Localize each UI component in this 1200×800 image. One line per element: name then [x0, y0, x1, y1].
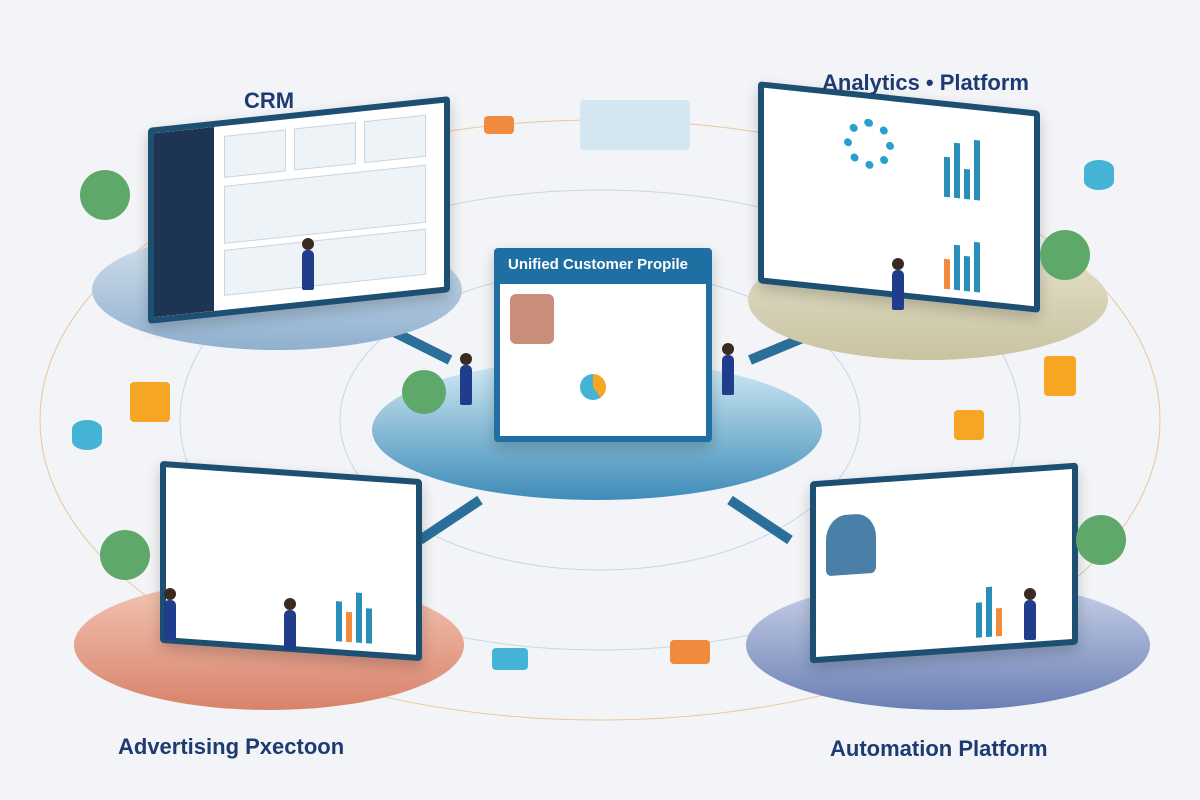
avatar: [510, 294, 554, 344]
automation-label: Automation Platform: [830, 736, 1048, 761]
crm-screen: [148, 96, 450, 324]
cube-icon: [954, 410, 984, 440]
cloud-icon: [580, 100, 690, 150]
pie-icon: [580, 374, 606, 400]
database-icon: [1084, 160, 1114, 190]
person-icon: [892, 258, 904, 310]
unified-profile-screen: [494, 248, 712, 442]
analytics-label: Analytics • Platform: [822, 70, 1029, 95]
advertising-label: Advertising Pxectoon: [118, 734, 345, 759]
cube-icon: [1044, 356, 1076, 396]
database-icon: [72, 420, 102, 450]
tree-icon: [1076, 515, 1126, 565]
tree-icon: [80, 170, 130, 220]
person-icon: [302, 238, 314, 290]
person-icon: [1024, 588, 1036, 640]
cube-icon: [670, 640, 710, 664]
automation-screen: [810, 462, 1078, 664]
cube-icon: [130, 382, 170, 422]
tree-icon: [1040, 230, 1090, 280]
person-icon: [284, 598, 296, 650]
person-icon: [164, 588, 176, 640]
tree-icon: [100, 530, 150, 580]
tree-icon: [402, 370, 446, 414]
gear-icon: [844, 116, 894, 172]
person-icon: [722, 343, 734, 395]
center-label: Unified Customer Propile: [508, 256, 689, 273]
person-icon: [460, 353, 472, 405]
cube-icon: [492, 648, 528, 670]
crm-label: CRM: [244, 88, 295, 113]
cube-icon: [484, 116, 514, 134]
